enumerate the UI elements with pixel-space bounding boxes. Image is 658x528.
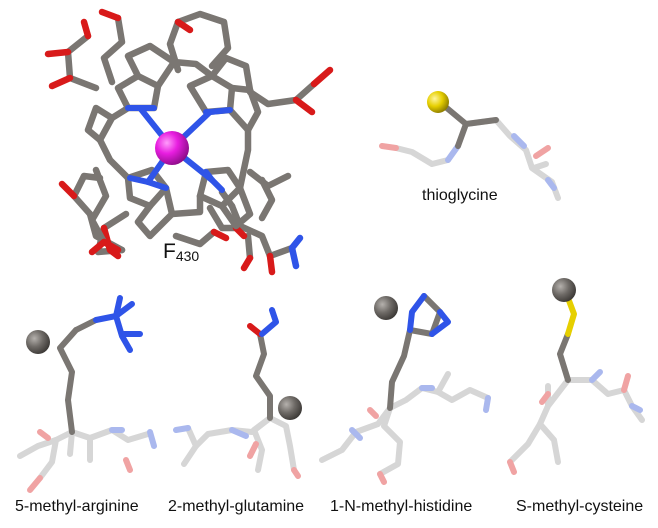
methyl-cysteine-label: S-methyl-cysteine [516, 498, 644, 515]
methyl-arginine-model [17, 295, 157, 493]
methyl-cysteine-model [507, 278, 645, 475]
methyl-arginine-label: 5-methyl-arginine [15, 498, 139, 515]
thioglycine-label: thioglycine [422, 187, 498, 204]
thioglycine-model [379, 91, 561, 201]
f430-cofactor-model [44, 8, 334, 276]
methyl-group-atom [278, 396, 302, 420]
methyl-group-atom [552, 278, 576, 302]
f430-label: F430 [163, 240, 200, 264]
methyl-histidine-label: 1-N-methyl-histidine [330, 498, 473, 515]
methyl-glutamine-label: 2-methyl-glutamine [168, 498, 305, 515]
methyl-histidine-model [319, 293, 491, 485]
nickel-atom [155, 131, 189, 165]
methyl-glutamine-model [173, 307, 302, 479]
sulfur-atom [427, 91, 449, 113]
methyl-group-atom [26, 330, 50, 354]
methyl-group-atom [374, 296, 398, 320]
